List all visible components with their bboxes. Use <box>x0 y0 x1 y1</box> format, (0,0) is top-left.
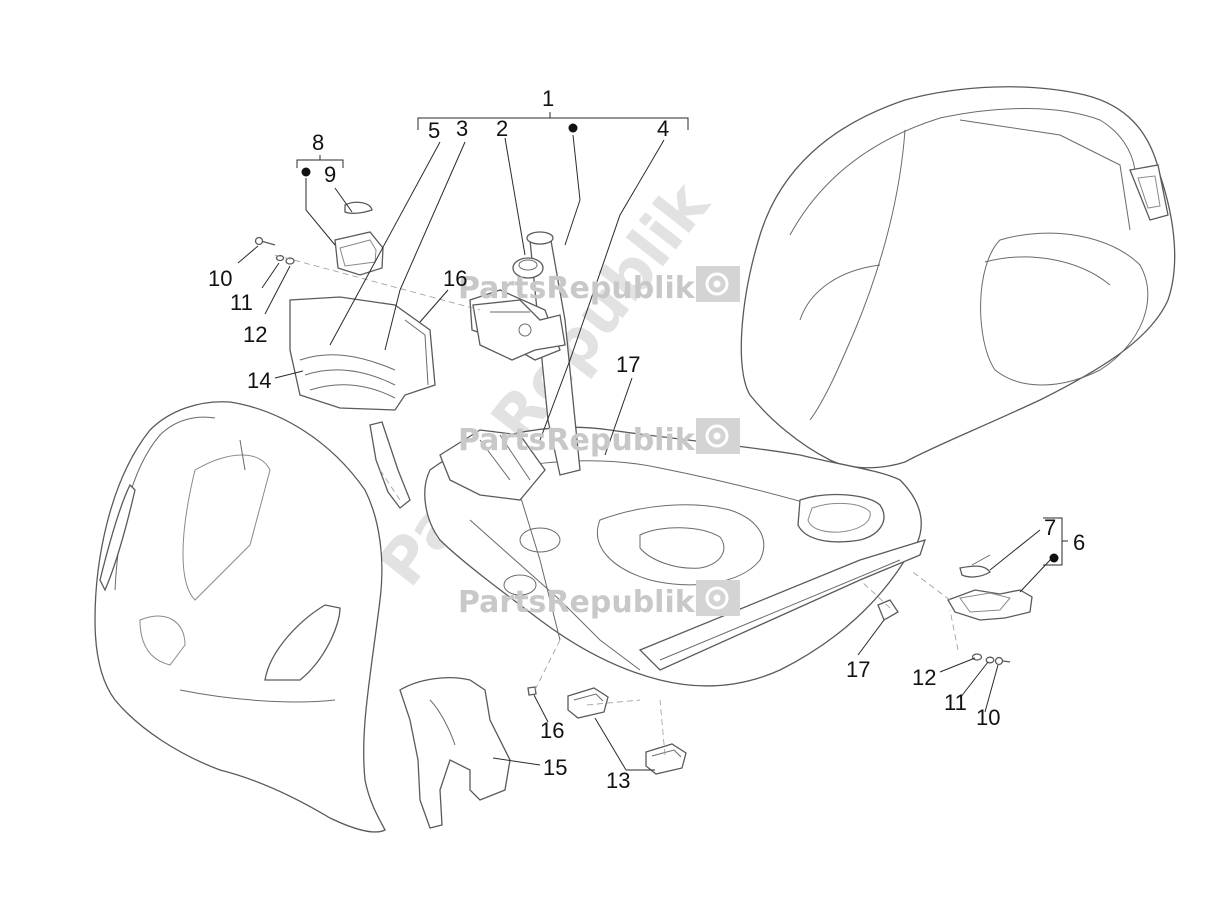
callout-17-lower: 17 <box>846 657 870 682</box>
rear-body-shell <box>740 86 1176 469</box>
callout-1: 1 <box>542 86 554 111</box>
front-bolt-hardware <box>254 236 295 265</box>
callout-5: 5 <box>428 118 440 143</box>
watermark-brand-2: PartsRepublik <box>458 423 696 458</box>
rear-bolt-hardware <box>971 653 1011 666</box>
lock-assembly-rear <box>947 554 1033 621</box>
callout-17-upper: 17 <box>616 352 640 377</box>
callout-15: 15 <box>543 755 567 780</box>
watermark-brand-1: PartsRepublik <box>458 271 696 306</box>
gear-icon <box>696 266 740 302</box>
callout-4: 4 <box>657 116 669 141</box>
callout-12-front: 12 <box>243 322 267 347</box>
marker-dot <box>568 123 578 133</box>
callout-8: 8 <box>312 130 324 155</box>
callout-7: 7 <box>1044 515 1056 540</box>
marker-dots <box>301 123 1059 563</box>
callout-11-front: 11 <box>230 290 253 315</box>
alignment-lines <box>274 254 959 756</box>
callout-3: 3 <box>456 116 468 141</box>
marker-dot <box>301 167 311 177</box>
lower-cover-panel <box>399 677 537 829</box>
clip-bracket <box>877 599 899 621</box>
horn-bracket <box>289 296 436 509</box>
callout-14: 14 <box>247 368 271 393</box>
leg-shield <box>94 401 386 833</box>
electrical-bracket <box>472 299 566 361</box>
callout-16-lower: 16 <box>540 718 564 743</box>
watermark-brand-3: PartsRepublik <box>458 585 696 620</box>
callout-13: 13 <box>606 768 630 793</box>
callout-9: 9 <box>324 162 336 187</box>
callout-12-rear: 12 <box>912 665 936 690</box>
gear-icon <box>696 418 740 454</box>
callout-10-rear: 10 <box>976 705 1000 730</box>
watermark-group: PartsRepublik PartsRepublik PartsRepubli… <box>458 266 740 620</box>
marker-dot <box>1049 553 1059 563</box>
grommet <box>512 257 544 279</box>
rubber-blocks <box>567 687 687 775</box>
callout-16-upper: 16 <box>443 266 467 291</box>
callout-labels: 1 2 3 4 5 6 7 8 9 10 11 12 14 16 17 16 1… <box>208 86 1085 793</box>
callout-2: 2 <box>496 116 508 141</box>
callout-11-rear: 11 <box>944 690 967 715</box>
side-sill-trim <box>638 539 927 671</box>
callout-6: 6 <box>1073 530 1085 555</box>
leader-lines <box>237 112 1068 771</box>
callout-10-front: 10 <box>208 266 232 291</box>
floor-frame <box>424 426 922 687</box>
lock-assembly-front <box>334 201 384 276</box>
gear-icon <box>696 580 740 616</box>
